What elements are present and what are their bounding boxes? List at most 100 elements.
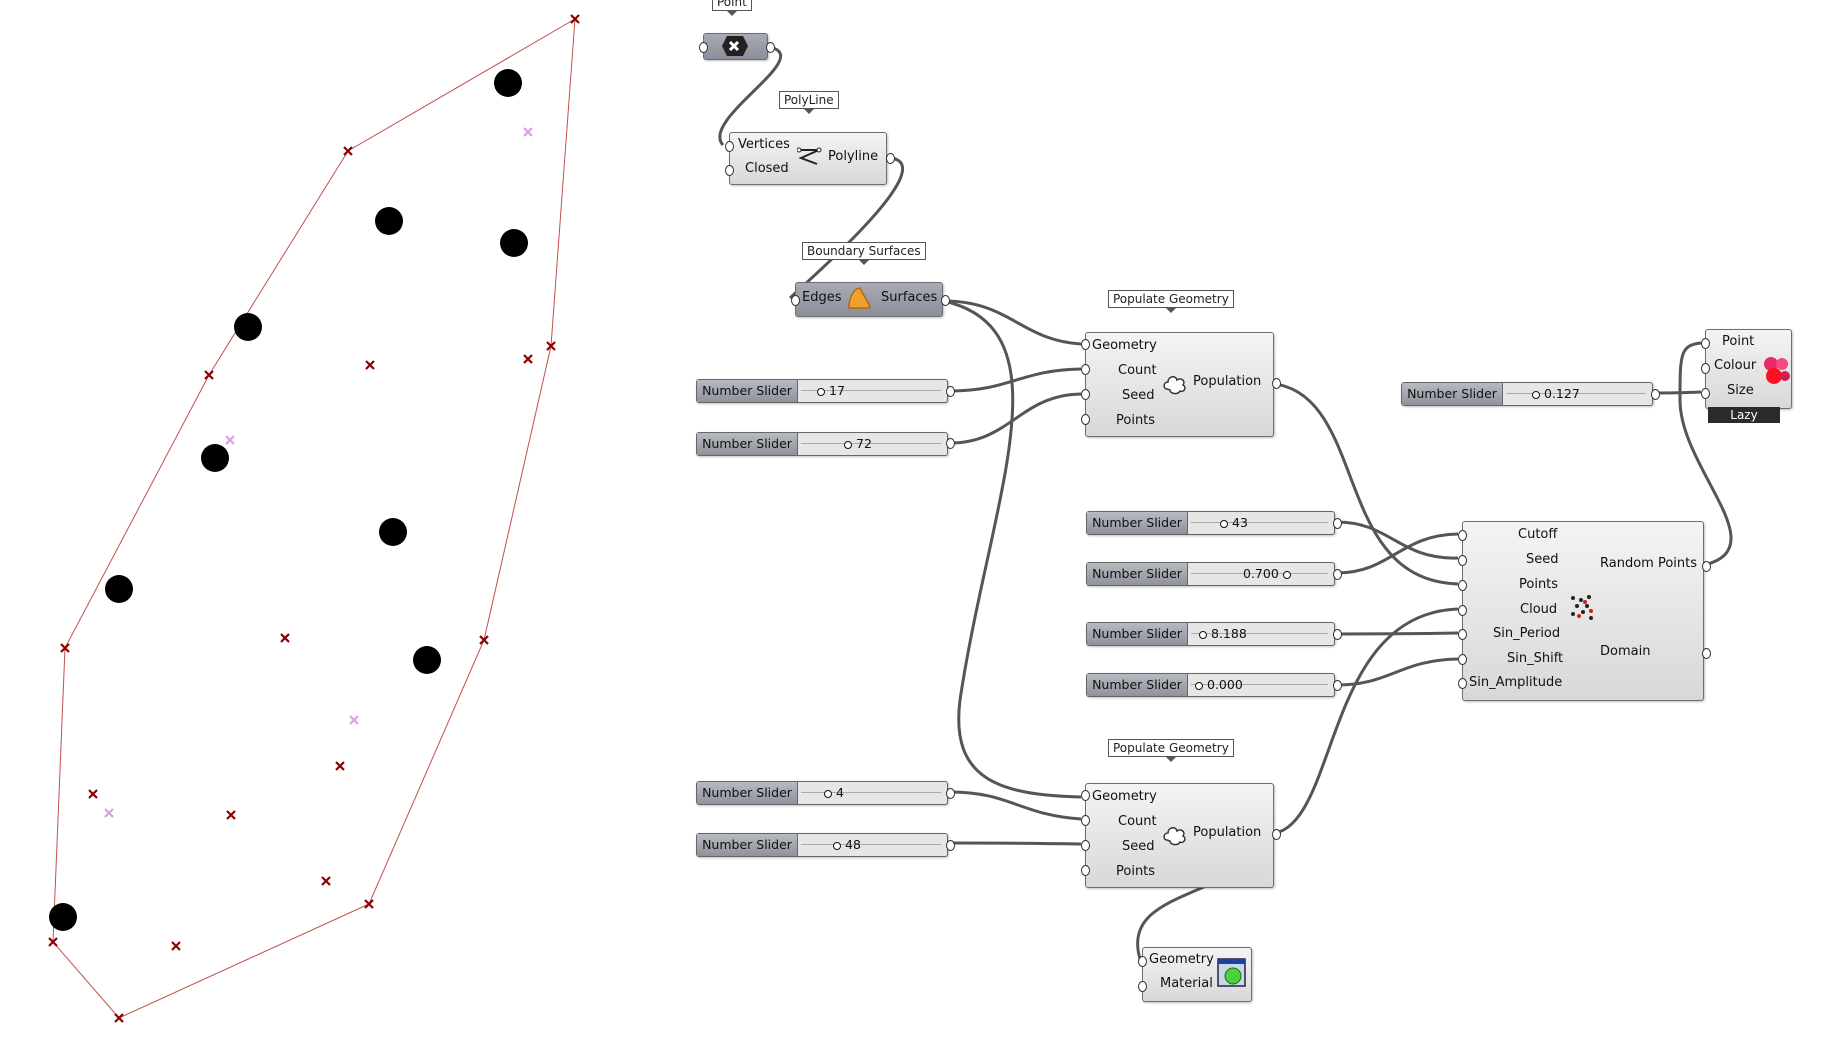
port[interactable] — [1081, 865, 1090, 876]
slider-value[interactable]: 48 — [833, 834, 861, 855]
point-display-component[interactable]: Point Colour Size — [1705, 329, 1792, 409]
populate-geometry-component-1[interactable]: Geometry Count Seed Points Population — [1085, 332, 1274, 437]
port[interactable] — [1701, 338, 1710, 349]
number-slider-seed-1[interactable]: Number Slider 72 — [696, 432, 948, 456]
display-input-point[interactable]: Point — [1722, 334, 1755, 349]
slider-value[interactable]: 43 — [1220, 512, 1248, 533]
display-input-colour[interactable]: Colour — [1714, 358, 1757, 373]
populate2-input-count[interactable]: Count — [1118, 814, 1157, 829]
number-slider-seed-random[interactable]: Number Slider 0.700 — [1086, 562, 1335, 586]
slider-knob[interactable] — [1220, 519, 1228, 528]
port[interactable] — [1333, 680, 1342, 691]
slider-knob[interactable] — [1195, 681, 1203, 690]
populate1-input-points[interactable]: Points — [1116, 413, 1156, 428]
preview-input-material[interactable]: Material — [1160, 976, 1213, 991]
slider-track[interactable] — [1191, 522, 1328, 523]
populate2-input-seed[interactable]: Seed — [1122, 839, 1155, 854]
number-slider-cutoff[interactable]: Number Slider 43 — [1086, 511, 1335, 535]
port[interactable] — [1458, 555, 1467, 566]
slider-value[interactable]: 0.000 — [1195, 674, 1243, 695]
polyline-component[interactable]: Vertices Closed Polyline — [729, 132, 887, 185]
slider-value[interactable]: 0.127 — [1532, 383, 1580, 404]
populate2-input-points[interactable]: Points — [1116, 864, 1156, 879]
port[interactable] — [946, 840, 955, 851]
port[interactable] — [699, 42, 708, 53]
port[interactable] — [791, 295, 800, 306]
slider-value[interactable]: 72 — [844, 433, 872, 454]
number-slider-count-2[interactable]: Number Slider 4 — [696, 781, 948, 805]
populate1-input-seed[interactable]: Seed — [1122, 388, 1155, 403]
port[interactable] — [1081, 815, 1090, 826]
port[interactable] — [1081, 840, 1090, 851]
slider-value[interactable]: 8.188 — [1199, 623, 1247, 644]
port[interactable] — [1458, 654, 1467, 665]
random-input-sin-shift[interactable]: Sin_Shift — [1507, 651, 1564, 666]
display-input-size[interactable]: Size — [1727, 383, 1754, 398]
slider-knob[interactable] — [1532, 390, 1540, 399]
slider-value[interactable]: 0.700 — [1243, 563, 1295, 584]
slider-track[interactable] — [801, 443, 941, 444]
point-param-component[interactable] — [703, 33, 768, 60]
polyline-input-vertices[interactable]: Vertices — [738, 137, 790, 152]
slider-knob[interactable] — [817, 387, 825, 396]
preview-input-geometry[interactable]: Geometry — [1149, 952, 1214, 967]
slider-knob[interactable] — [1282, 570, 1291, 579]
slider-knob[interactable] — [844, 440, 852, 449]
slider-knob[interactable] — [824, 789, 832, 798]
slider-track[interactable] — [1191, 573, 1328, 574]
port[interactable] — [946, 788, 955, 799]
random-output-random-points[interactable]: Random Points — [1600, 556, 1698, 571]
populate1-input-count[interactable]: Count — [1118, 363, 1157, 378]
random-points-component[interactable]: Cutoff Seed Points Cloud Sin_Period Sin_… — [1462, 521, 1704, 701]
populate2-input-geometry[interactable]: Geometry — [1092, 789, 1157, 804]
random-input-cutoff[interactable]: Cutoff — [1518, 527, 1558, 542]
random-input-seed[interactable]: Seed — [1526, 552, 1559, 567]
polyline-input-closed[interactable]: Closed — [745, 161, 789, 176]
slider-knob[interactable] — [833, 841, 841, 850]
slider-value[interactable]: 17 — [817, 380, 845, 401]
number-slider-sin-period[interactable]: Number Slider 8.188 — [1086, 622, 1335, 646]
port[interactable] — [1701, 363, 1710, 374]
random-output-domain[interactable]: Domain — [1600, 644, 1651, 659]
slider-track[interactable] — [801, 844, 941, 845]
slider-track[interactable] — [1506, 393, 1646, 394]
port[interactable] — [1138, 956, 1147, 967]
slider-knob[interactable] — [1199, 630, 1207, 639]
populate2-output-population[interactable]: Population — [1193, 825, 1262, 840]
custom-preview-component[interactable]: Geometry Material — [1142, 947, 1252, 1002]
port[interactable] — [1333, 629, 1342, 640]
slider-value[interactable]: 4 — [824, 782, 844, 803]
port[interactable] — [1458, 580, 1467, 591]
port[interactable] — [886, 153, 895, 164]
populate-geometry-component-2[interactable]: Geometry Count Seed Points Population — [1085, 783, 1274, 888]
port[interactable] — [941, 295, 950, 306]
slider-track[interactable] — [801, 792, 941, 793]
port[interactable] — [1081, 414, 1090, 425]
port[interactable] — [1458, 530, 1467, 541]
port[interactable] — [766, 42, 775, 53]
port[interactable] — [1651, 389, 1660, 400]
port[interactable] — [1138, 981, 1147, 992]
port[interactable] — [1081, 790, 1090, 801]
number-slider-sin-amplitude[interactable]: Number Slider 0.000 — [1086, 673, 1335, 697]
port[interactable] — [725, 165, 734, 176]
port[interactable] — [1701, 388, 1710, 399]
slider-track[interactable] — [1191, 633, 1328, 634]
port[interactable] — [1081, 364, 1090, 375]
random-input-cloud[interactable]: Cloud — [1520, 602, 1558, 617]
port[interactable] — [1333, 518, 1342, 529]
boundary-surfaces-component[interactable]: Edges Surfaces — [795, 282, 943, 317]
number-slider-count-1[interactable]: Number Slider 17 — [696, 379, 948, 403]
random-input-points[interactable]: Points — [1519, 577, 1559, 592]
port[interactable] — [946, 438, 955, 449]
number-slider-size[interactable]: Number Slider 0.127 — [1401, 382, 1653, 406]
port[interactable] — [1702, 561, 1711, 572]
random-input-sin-period[interactable]: Sin_Period — [1493, 626, 1561, 641]
port[interactable] — [1272, 378, 1281, 389]
port[interactable] — [725, 141, 734, 152]
boundary-output-surfaces[interactable]: Surfaces — [881, 290, 938, 305]
random-input-sin-amplitude[interactable]: Sin_Amplitude — [1469, 675, 1563, 690]
port[interactable] — [1458, 678, 1467, 689]
number-slider-seed-2[interactable]: Number Slider 48 — [696, 833, 948, 857]
